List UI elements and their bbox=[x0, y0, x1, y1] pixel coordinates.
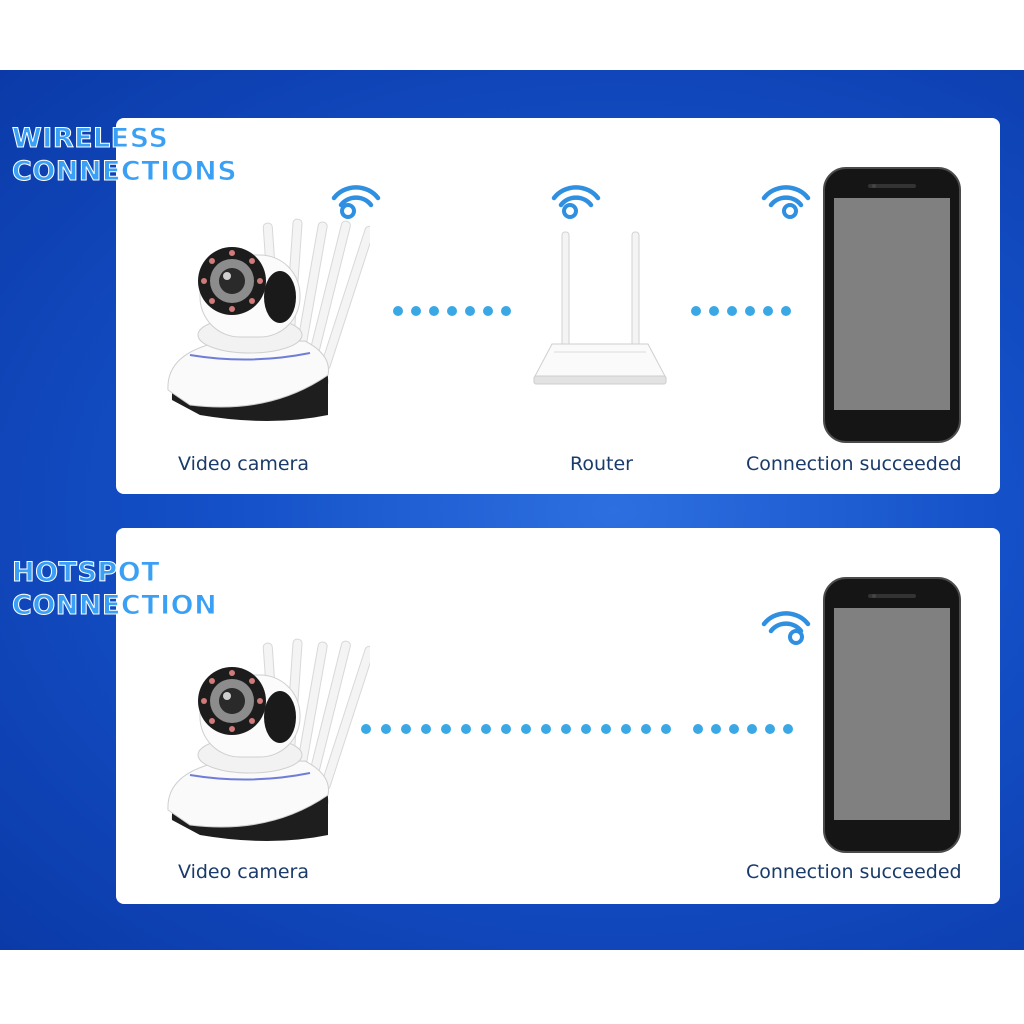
router-label: Router bbox=[570, 453, 633, 475]
router-icon bbox=[533, 231, 667, 385]
wifi-icon bbox=[331, 185, 381, 219]
connection-dots bbox=[691, 306, 791, 316]
smartphone-icon bbox=[823, 167, 961, 443]
wireless-connections-title: WIRELESS CONNECTIONS bbox=[11, 122, 238, 188]
connection-succeeded-label: Connection succeeded bbox=[746, 861, 962, 883]
ip-camera-icon bbox=[167, 638, 370, 841]
wifi-icon bbox=[761, 611, 811, 645]
wifi-icon bbox=[761, 185, 811, 219]
smartphone-icon bbox=[823, 577, 961, 853]
hotspot-connection-title: HOTSPOT CONNECTION bbox=[11, 556, 218, 622]
connection-dots bbox=[393, 306, 511, 316]
title-line-2: CONNECTIONS bbox=[11, 156, 238, 188]
ip-camera-icon bbox=[167, 218, 370, 421]
connection-dots bbox=[693, 724, 793, 734]
title-line-1: WIRELESS bbox=[11, 123, 169, 155]
connection-dots bbox=[361, 724, 671, 734]
title-line-1: HOTSPOT bbox=[11, 557, 161, 589]
wifi-icon bbox=[551, 185, 601, 219]
connection-succeeded-label: Connection succeeded bbox=[746, 453, 962, 475]
video-camera-label: Video camera bbox=[178, 453, 310, 475]
title-line-2: CONNECTION bbox=[11, 590, 218, 622]
video-camera-label: Video camera bbox=[178, 861, 310, 883]
